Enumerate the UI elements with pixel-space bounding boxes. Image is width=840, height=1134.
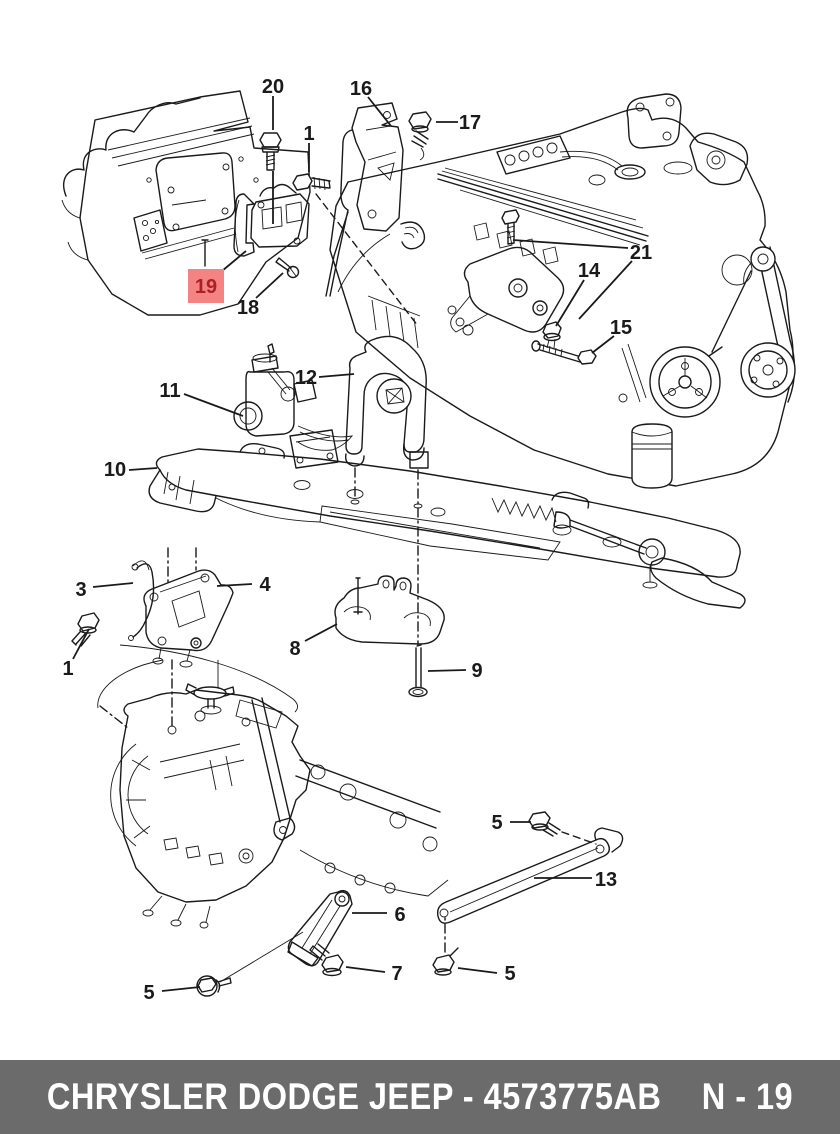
- leader-line-16: [367, 96, 392, 127]
- leader-line-5: [457, 967, 498, 974]
- callout-leader-lines: [72, 96, 633, 992]
- power-steering-pump-11: [233, 343, 354, 451]
- callout-12[interactable]: 12: [295, 367, 317, 389]
- leader-line-19: [221, 250, 247, 272]
- leader-line-21: [578, 260, 633, 320]
- oil-filter: [631, 423, 673, 489]
- transmission-assembly: [97, 659, 449, 929]
- bolt-21-target: [501, 209, 520, 225]
- callout-17[interactable]: 17: [459, 112, 481, 134]
- damper-bracket-6: [287, 889, 353, 967]
- leader-line-11: [183, 393, 244, 417]
- callout-4[interactable]: 4: [259, 574, 271, 596]
- bolt-5-upper: [528, 811, 597, 845]
- bolt-18: [275, 257, 300, 279]
- callout-10[interactable]: 10: [104, 459, 126, 481]
- footer-bar: CHRYSLER DODGE JEEP - 4573775AB N - 19: [0, 1060, 840, 1134]
- callout-14[interactable]: 14: [578, 260, 601, 282]
- callout-20[interactable]: 20: [262, 76, 284, 98]
- callout-11[interactable]: 11: [159, 380, 180, 402]
- footer-catalog-title: CHRYSLER DODGE JEEP - 4573775AB: [46, 1076, 662, 1117]
- torque-strut-mount-12: [344, 335, 429, 646]
- callout-3[interactable]: 3: [75, 579, 86, 601]
- torque-strut-13: [436, 827, 624, 924]
- leader-line-10: [128, 467, 158, 471]
- leader-line-9: [427, 669, 467, 672]
- callout-15[interactable]: 15: [610, 317, 632, 339]
- leader-line-4: [216, 583, 253, 587]
- callout-6[interactable]: 6: [394, 904, 405, 926]
- shield-plate-8: [334, 575, 445, 645]
- bolt-20: [259, 132, 282, 171]
- bolt-1-alignment-dash: [315, 193, 419, 327]
- leader-line-18: [255, 272, 284, 299]
- bolt-9: [408, 644, 428, 698]
- callout-19[interactable]: 19: [195, 276, 217, 298]
- mount-bracket-4: [143, 547, 234, 668]
- callout-8[interactable]: 8: [289, 638, 300, 660]
- footer-text-row: CHRYSLER DODGE JEEP - 4573775AB N - 19: [47, 1076, 793, 1118]
- callout-16[interactable]: 16: [350, 78, 372, 100]
- bolt-5-left: [196, 931, 304, 997]
- callout-9[interactable]: 9: [471, 660, 482, 682]
- callout-13[interactable]: 13: [595, 869, 617, 891]
- leader-line-5: [161, 986, 201, 992]
- bolt-7: [309, 943, 344, 977]
- callout-5[interactable]: 5: [143, 982, 154, 1004]
- leader-line-8: [304, 623, 338, 642]
- fender-apron-panel: [61, 90, 311, 316]
- callout-1[interactable]: 1: [303, 123, 314, 145]
- leader-line-7: [345, 966, 386, 973]
- leader-line-21: [512, 239, 629, 249]
- tensioner-pulley: [750, 246, 776, 272]
- callout-21[interactable]: 21: [630, 242, 652, 264]
- callout-5[interactable]: 5: [491, 812, 502, 834]
- highlighted-callout-box[interactable]: [188, 269, 224, 303]
- crank-pulley: [649, 346, 721, 418]
- engine-mount-bracket: [463, 246, 565, 333]
- mount-stud-centerlines: [354, 467, 419, 646]
- leader-line-1: [72, 628, 90, 660]
- bolt-1-lower: [71, 612, 100, 647]
- control-arm: [649, 557, 746, 609]
- engine-assembly: [329, 93, 796, 489]
- callout-1[interactable]: 1: [62, 658, 73, 680]
- callout-5[interactable]: 5: [504, 963, 515, 985]
- callout-18[interactable]: 18: [237, 297, 259, 319]
- upper-mount-bracket: [233, 183, 310, 257]
- footer-page-code: N - 19: [701, 1076, 794, 1117]
- engine-mount-bracket-16: [325, 102, 426, 297]
- steering-rack-boot: [491, 497, 557, 523]
- leader-line-12: [318, 373, 355, 378]
- bolt-17: [408, 111, 432, 161]
- callout-7[interactable]: 7: [391, 963, 402, 985]
- leader-line-14: [555, 279, 585, 327]
- bolt-15: [531, 340, 597, 365]
- wiring-squiggle: [119, 644, 298, 713]
- bolt-5-middle: [432, 915, 459, 976]
- leader-line-3: [92, 582, 134, 588]
- leader-line-15: [591, 335, 615, 354]
- valve-cover-edge: [437, 173, 649, 242]
- hose-bracket-3: [128, 560, 155, 641]
- bolt-14: [542, 321, 562, 349]
- bolt-1-upper: [292, 173, 419, 327]
- subframe-crossmember-10: [148, 429, 746, 609]
